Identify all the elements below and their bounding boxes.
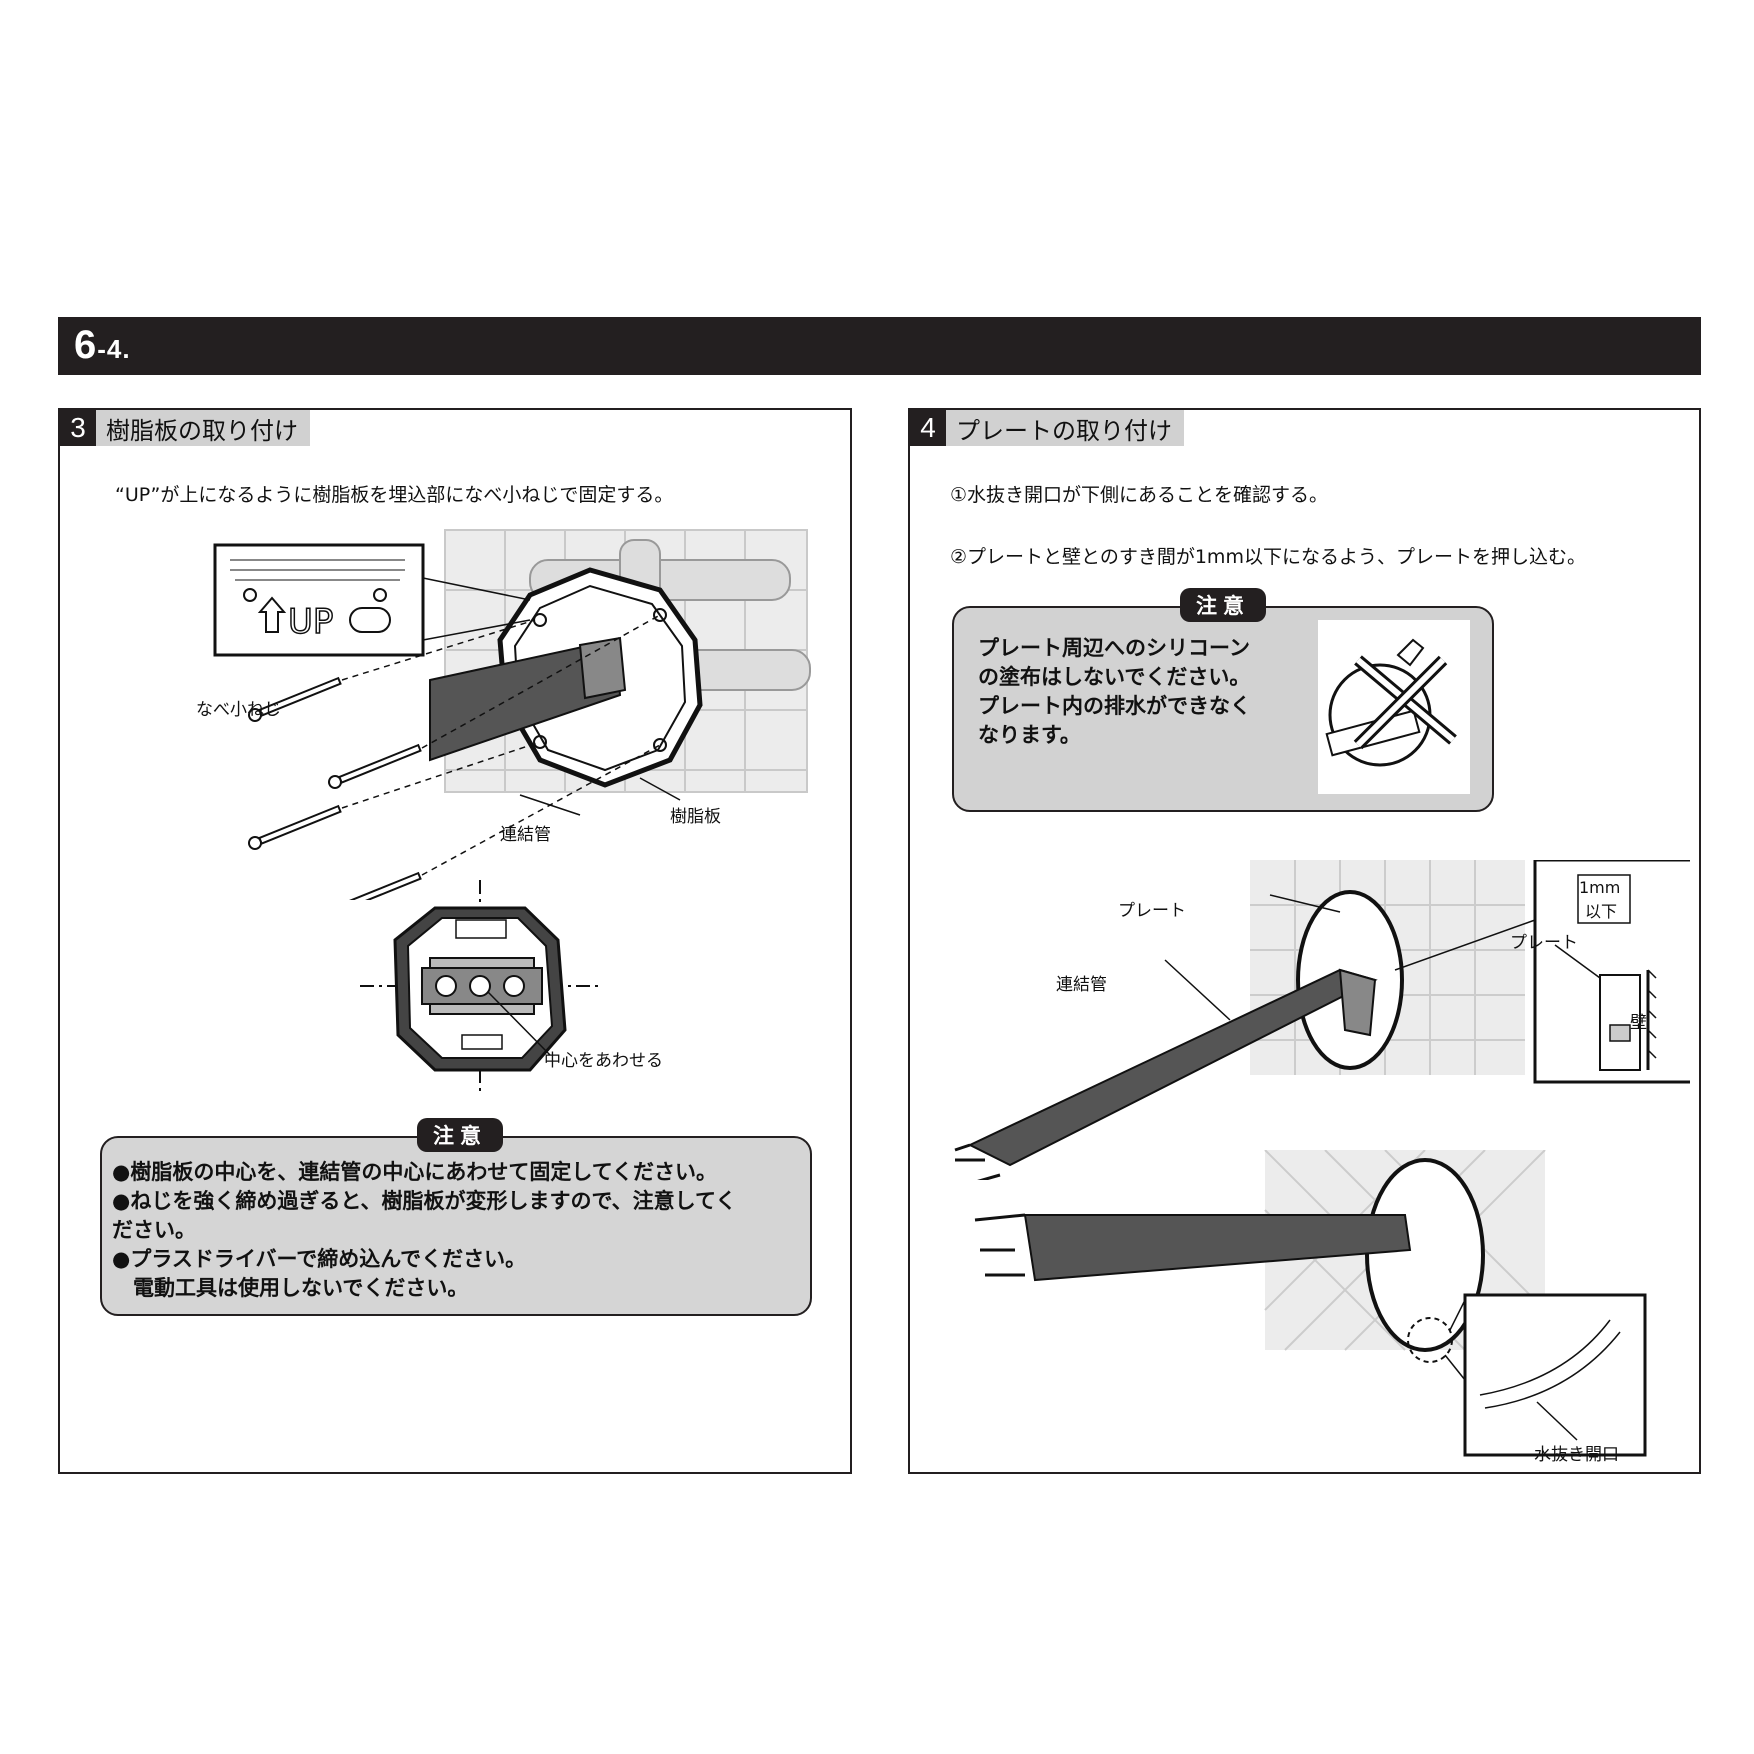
front-view-illustration (360, 880, 600, 1095)
up-mark: UP (288, 602, 333, 642)
pipe-label: 連結管 (1056, 975, 1107, 995)
step-4-caution-text: プレート周辺へのシリコーン の塗布はしないでください。 プレート内の排水ができな… (978, 634, 1251, 750)
caution-line: ださい。 (112, 1218, 196, 1242)
step-4-panel: 4 プレートの取り付け ①水抜き開口が下側にあることを確認する。 ②プレートと壁… (908, 408, 1701, 1474)
drain-opening-label: 水抜き開口 (1534, 1445, 1619, 1465)
gap-label-1: 1mm (1579, 878, 1621, 897)
resin-plate-illustration: UP (213, 529, 811, 900)
step-4-heading: 4 プレートの取り付け (910, 410, 1184, 446)
step-title: プレートの取り付け (946, 410, 1184, 446)
step-number: 4 (910, 410, 946, 446)
plate-detail-label: プレート (1510, 933, 1578, 953)
caution-line: 電動工具は使用しないでください。 (112, 1276, 469, 1300)
caution-line: プレート周辺へのシリコーン (978, 636, 1250, 660)
gap-label-2: 以下 (1585, 902, 1618, 921)
step-3-instruction: “UP”が上になるように樹脂板を埋込部になべ小ねじで固定する。 (115, 484, 674, 506)
plate-install-illustration (954, 860, 1690, 1180)
step-3-caution-box (100, 1136, 812, 1316)
wall-label: 壁 (1630, 1013, 1647, 1033)
caution-line: ●プラスドライバーで締め込んでください。 (112, 1247, 527, 1271)
align-center-label: 中心をあわせる (544, 1051, 663, 1071)
section-number: 6-4. (74, 323, 131, 367)
screw-label: なべ小ねじ (196, 700, 281, 720)
step-3-panel: 3 樹脂板の取り付け “UP”が上になるように樹脂板を埋込部になべ小ねじで固定す… (58, 408, 852, 1474)
step-4-instruction-1: ①水抜き開口が下側にあることを確認する。 (950, 484, 1329, 506)
section-header: 6-4. (58, 317, 1701, 375)
caution-line: ●樹脂板の中心を、連結管の中心にあわせて固定してください。 (112, 1160, 718, 1184)
caution-line: ●ねじを強く締め過ぎると、樹脂板が変形しますので、注意してく (112, 1189, 737, 1213)
caution-line: なります。 (978, 723, 1081, 747)
caution-tag: 注意 (417, 1118, 503, 1152)
drain-opening-illustration (974, 1150, 1647, 1457)
pipe-label: 連結管 (500, 825, 551, 845)
resin-plate-label: 樹脂板 (670, 807, 721, 827)
step-3-caution-text: ●樹脂板の中心を、連結管の中心にあわせて固定してください。 ●ねじを強く締め過ぎ… (112, 1158, 736, 1303)
step-4-instruction-2: ②プレートと壁とのすき間が1mm以下になるよう、プレートを押し込む。 (950, 546, 1586, 568)
caution-tag: 注意 (1180, 588, 1266, 622)
caution-line: の塗布はしないでください。 (978, 665, 1251, 689)
no-silicone-illustration (1318, 620, 1470, 794)
step-number: 3 (60, 410, 96, 446)
caution-line: プレート内の排水ができなく (978, 694, 1251, 718)
plate-label: プレート (1118, 901, 1186, 921)
step-3-heading: 3 樹脂板の取り付け (60, 410, 310, 446)
step-title: 樹脂板の取り付け (96, 410, 310, 446)
